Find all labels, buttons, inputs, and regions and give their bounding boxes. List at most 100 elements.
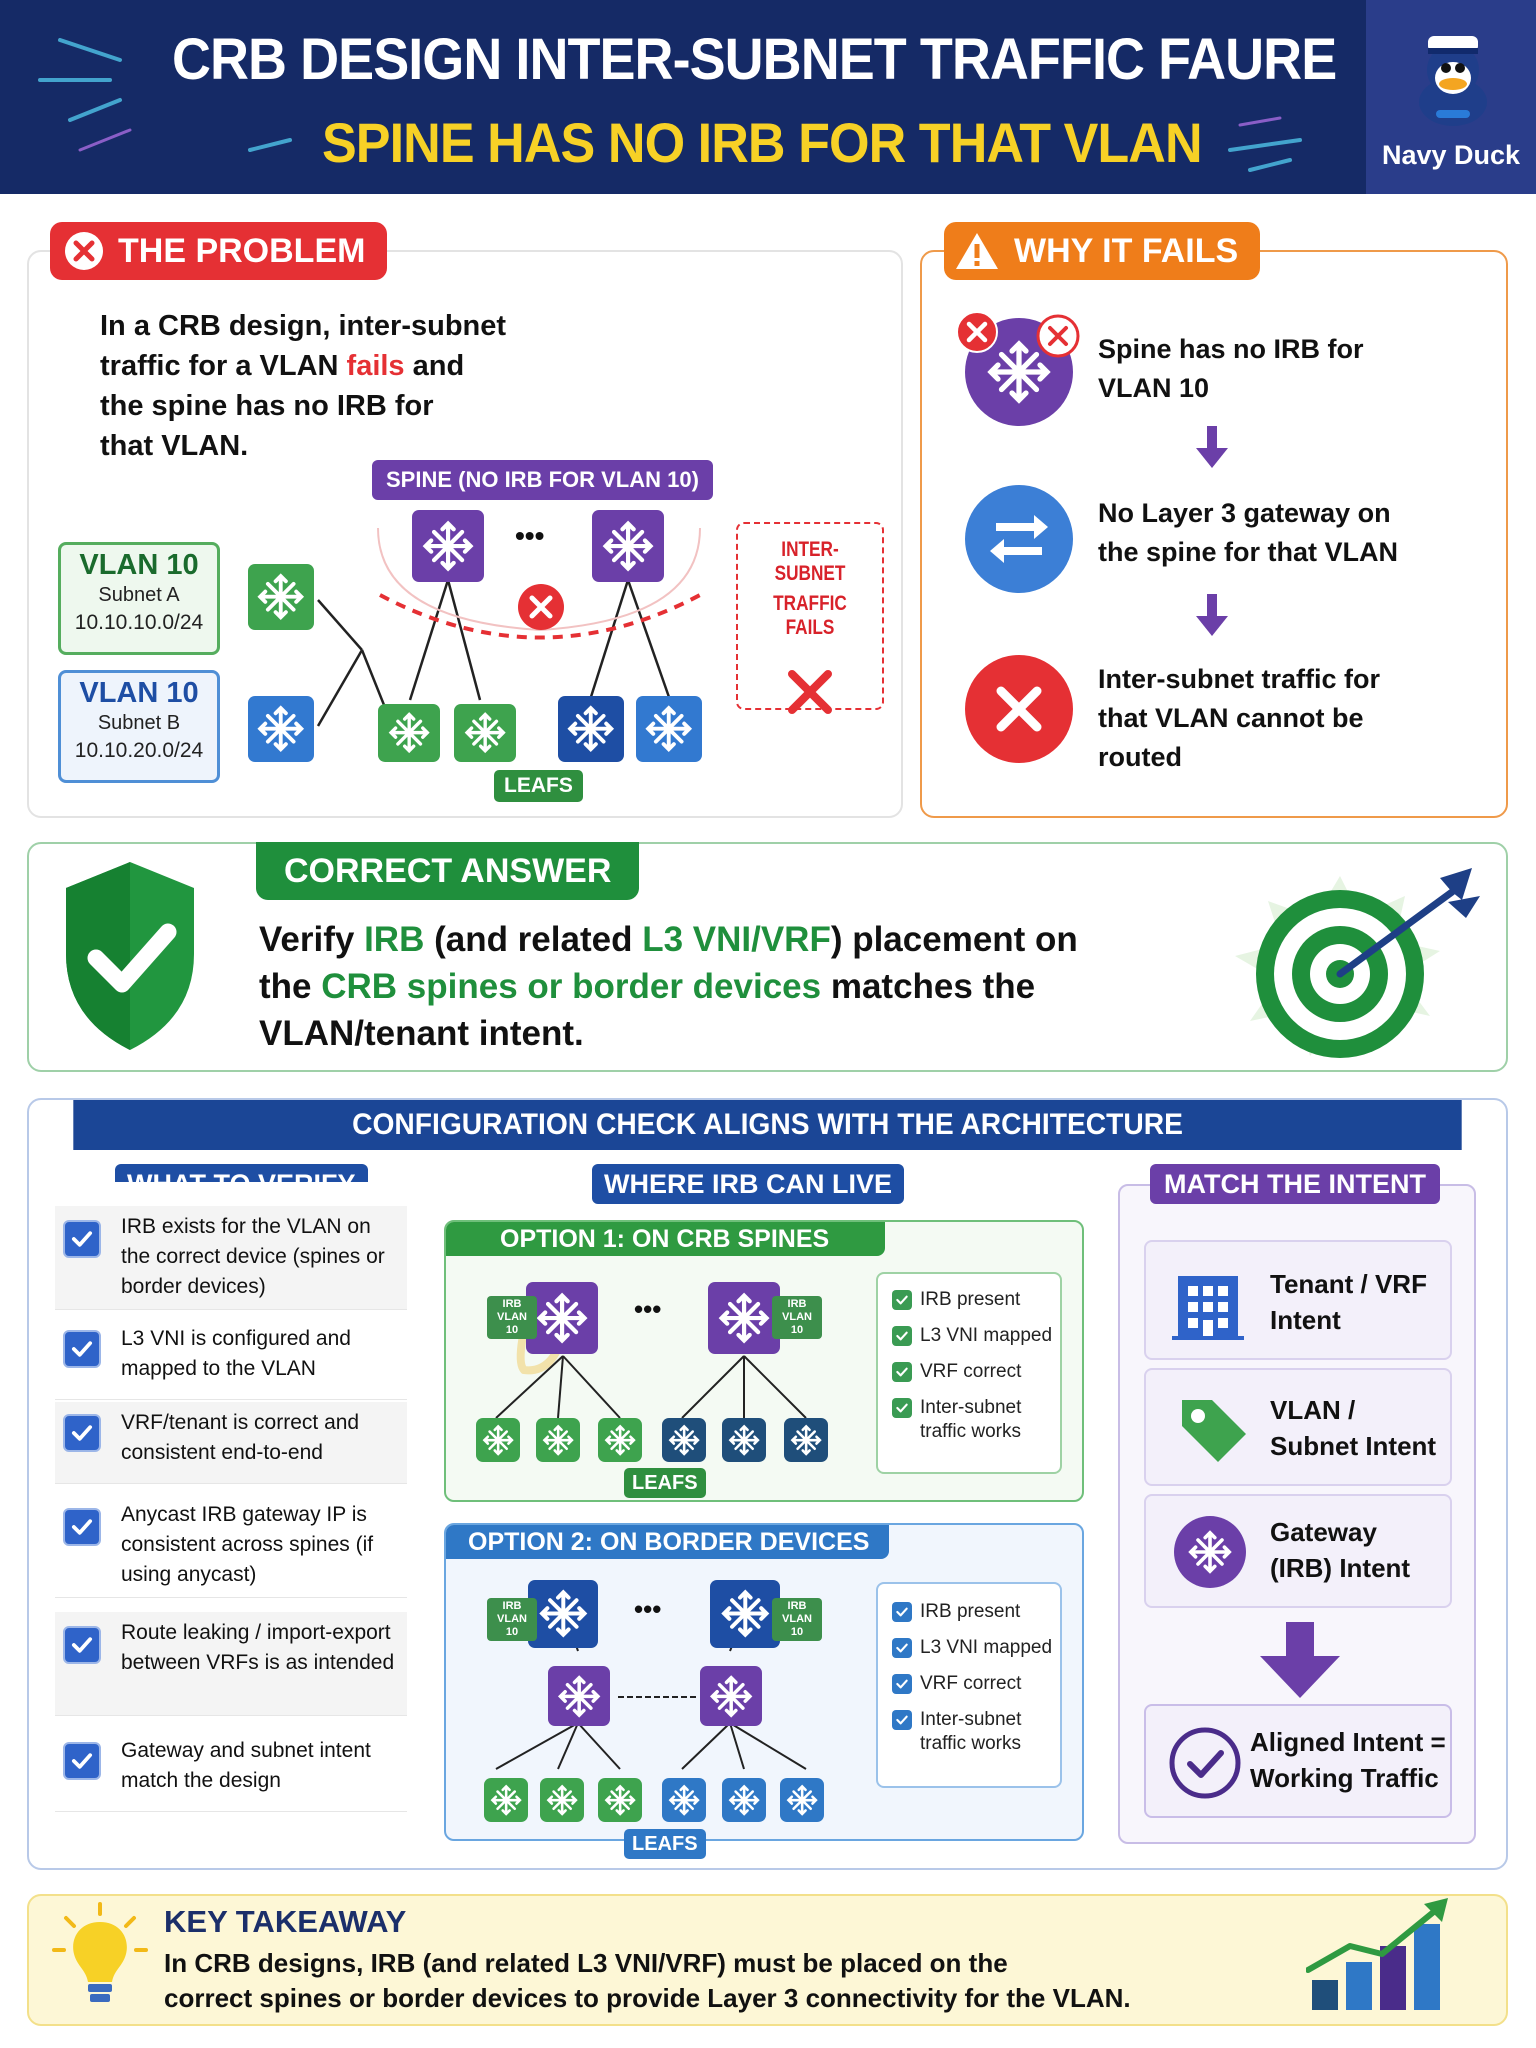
leaf-switch-icon [540,1778,584,1822]
leaf-switch-icon [476,1418,520,1462]
shield-check-icon [66,862,194,1050]
verify-item: Route leaking / import-export between VR… [55,1612,407,1716]
leaf-switch-icon [598,1418,642,1462]
answer-label: CORRECT ANSWER [256,842,640,900]
leaf-switch-icon [662,1418,706,1462]
no-gateway-icon [965,485,1073,593]
answer-line: Verify IRB (and related L3 VNI/VRF) plac… [259,916,1078,963]
border-device-icon [700,1666,762,1726]
growth-chart-icon [1306,1898,1448,2010]
check-icon [892,1290,912,1310]
x-circle-icon [65,232,103,270]
option2-label: OPTION 2: ON BORDER DEVICES [446,1525,890,1559]
problem-text-line: In a CRB design, inter-subnet [100,310,507,342]
brand-block: Navy Duck [1366,0,1536,194]
vlan20-title: VLAN 10 [79,677,199,709]
leaf-switch-icon [780,1778,824,1822]
why-label-text: WHY IT FAILS [1014,231,1239,270]
check-item: Inter-subnet traffic works [892,1396,1060,1444]
checkbox-checked-icon [63,1330,101,1368]
verify-item-text: Gateway and subnet intent match the desi… [121,1739,371,1792]
header-title: CRB DESIGN INTER-SUBNET TRAFFIC FAURE [172,27,1337,92]
irb-tag-text: IRB [502,1298,522,1310]
leaf-switch-icon [598,1778,642,1822]
checkbox-checked-icon [63,1220,101,1258]
check-item: L3 VNI mapped [892,1636,1060,1660]
answer-span: matches the [821,967,1036,1006]
intent-gateway-irb: Gateway (IRB) Intent [1144,1494,1452,1608]
problem-label-text: THE PROBLEM [118,231,366,270]
problem-topology-links [316,527,701,727]
answer-highlight: CRB spines or border devices [321,967,822,1006]
x-circle-icon [956,311,998,353]
check-item: VRF correct [892,1672,1060,1696]
spine-switch-icon [528,1580,598,1648]
navy-duck-logo-icon [1419,36,1487,126]
leaf-switch-icon [722,1778,766,1822]
why-label: WHY IT FAILS [944,222,1261,280]
header-banner: CRB DESIGN INTER-SUBNET TRAFFIC FAURE SP… [0,0,1536,194]
checkbox-checked-icon [63,1508,101,1546]
leafs-tag: LEAFS [624,1829,706,1859]
target-arrow-icon [1235,868,1480,1058]
verify-item: IRB exists for the VLAN on the correct d… [55,1206,407,1310]
answer-span: the [259,967,322,1006]
checkbox-checked-icon [63,1742,101,1780]
problem-text-line: that VLAN. [100,430,249,462]
answer-highlight: L3 VNI/VRF [642,920,831,959]
check-icon [892,1326,912,1346]
vlan10-subnet: Subnet A [98,584,180,606]
arrow-down-icon [1196,594,1228,636]
problem-text-span: and [404,350,465,382]
check-icon [892,1398,912,1418]
vlan10-card: VLAN 10 Subnet A 10.10.10.0/24 [58,542,220,655]
where-label: WHERE IRB CAN LIVE [592,1164,905,1204]
spine-dots: ••• [515,520,545,551]
intent-text: VLAN / Subnet Intent [1270,1395,1437,1461]
check-item: IRB present [892,1288,1060,1312]
check-text: VRF correct [920,1361,1022,1382]
takeaway-label: KEY TAKEAWAY [164,1904,407,1939]
intent-text: Aligned Intent = Working Traffic [1250,1727,1446,1793]
check-item: IRB present [892,1600,1060,1624]
leaf-switch-icon [536,1418,580,1462]
option2-checklist: IRB present L3 VNI mapped VRF correct In… [876,1582,1062,1788]
irb-tag-text: IRB [502,1600,522,1612]
traffic-fails-text: TRAFFIC FAILS [773,592,847,639]
x-circle-icon [1036,314,1080,358]
leaf-switch-icon [662,1778,706,1822]
host-switch-icon [248,564,314,630]
problem-text-span: traffic for a VLAN [100,350,347,382]
leaf-switch-icon [454,704,516,762]
header-subtitle: SPINE HAS NO IRB FOR THAT VLAN [322,111,1203,174]
spine-dots: ••• [634,1594,662,1624]
check-text: Inter-subnet traffic works [920,1397,1022,1442]
spine-dots: ••• [634,1294,662,1324]
option1-label: OPTION 1: ON CRB SPINES [446,1222,886,1256]
crb-spine-icon [708,1282,780,1354]
answer-span: (and related [424,920,643,959]
check-text: VRF correct [920,1673,1022,1694]
answer-text: Verify IRB (and related L3 VNI/VRF) plac… [259,916,1078,1057]
verify-item-text: Anycast IRB gateway IP is consistent acr… [121,1503,374,1586]
check-icon [892,1362,912,1382]
irb-tag-text: IRB [787,1600,807,1612]
intent-tenant-vrf: Tenant / VRF Intent [1144,1240,1452,1360]
brand-name: Navy Duck [1381,140,1521,170]
verify-item-text: VRF/tenant is correct and consistent end… [121,1411,360,1464]
check-text: L3 VNI mapped [920,1325,1053,1346]
check-icon [892,1638,912,1658]
x-mark-icon [788,670,832,714]
check-circle-icon [1169,1727,1241,1799]
gateway-switch-icon [1174,1516,1246,1588]
leaf-switch-icon [636,696,702,762]
check-item: Inter-subnet traffic works [892,1708,1060,1756]
problem-label: THE PROBLEM [50,222,388,280]
vlan20-cidr: 10.10.20.0/24 [74,739,204,762]
leaf-switch-icon [378,704,440,762]
lightbulb-icon [52,1902,148,2002]
problem-text-line: the spine has no IRB for [100,390,434,422]
check-text: IRB present [920,1601,1021,1622]
